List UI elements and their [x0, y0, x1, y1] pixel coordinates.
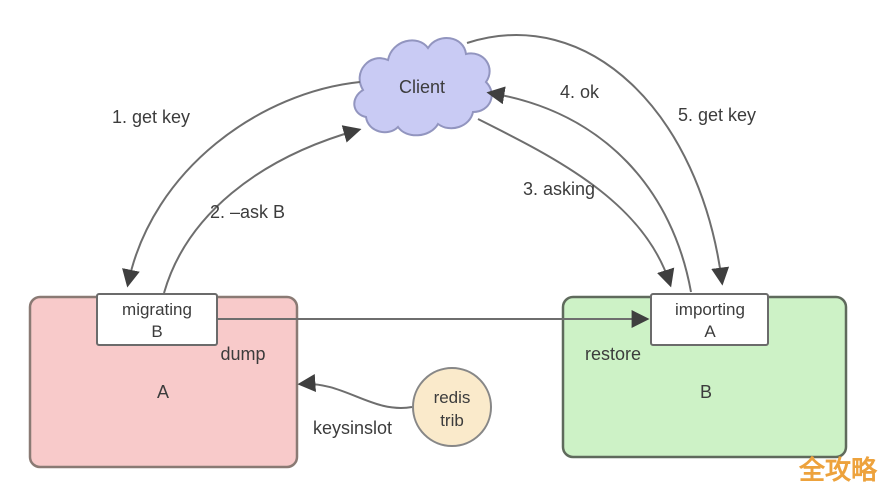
label-step2: 2. –ask B — [210, 202, 285, 222]
redis-trib-circle — [412, 367, 492, 447]
arrow-step3-asking — [477, 118, 675, 288]
label-step3: 3. asking — [523, 179, 595, 199]
arrow-step2-ask-b — [163, 125, 362, 294]
label-step4: 4. ok — [560, 82, 600, 102]
redis-trib-line2: trib — [440, 411, 464, 430]
label-keysinslot: keysinslot — [313, 418, 392, 438]
node-a-operation-label: dump — [220, 344, 265, 364]
label-step1: 1. get key — [112, 107, 190, 127]
node-a-tag-line2: B — [151, 322, 162, 341]
node-b-tag-box — [650, 293, 769, 346]
arrow-step4-ok — [486, 86, 692, 293]
watermark-text: 全攻略 — [798, 455, 878, 485]
client-label: Client — [399, 77, 445, 97]
redis-trib-line1: redis — [434, 388, 471, 407]
arrow-keysinslot — [297, 374, 413, 409]
label-step5: 5. get key — [678, 105, 756, 125]
node-a-tag-line1: migrating — [122, 300, 192, 319]
node-a-letter: A — [157, 382, 169, 402]
arrow-step1-get-key — [122, 81, 361, 288]
node-b-operation-label: restore — [585, 344, 641, 364]
node-b-tag-line2: A — [704, 322, 716, 341]
node-b-tag-line1: importing — [675, 300, 745, 319]
arrow-step5-get-key — [466, 34, 730, 286]
node-a-tag-box — [96, 293, 218, 346]
node-b-letter: B — [700, 382, 712, 402]
